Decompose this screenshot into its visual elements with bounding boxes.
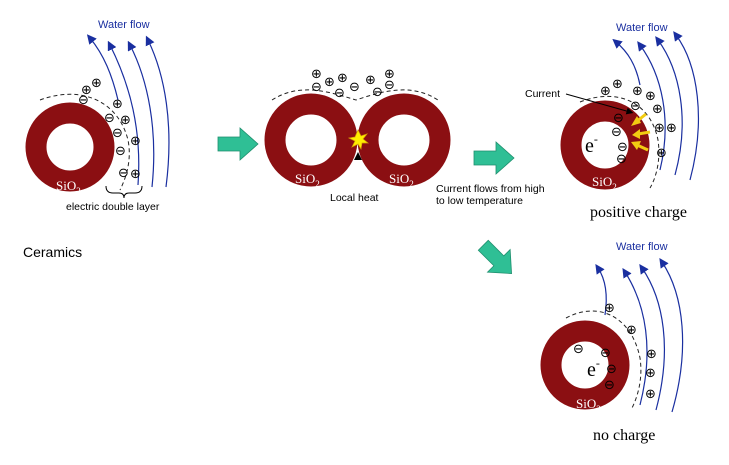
water-flow-lines — [612, 31, 699, 181]
current-flows-line2: to low temperature — [436, 195, 523, 207]
plus-icon: ⊕ — [604, 301, 615, 316]
ceramics-label: Ceramics — [23, 244, 82, 260]
electron-label: e- — [585, 132, 598, 157]
plus-icon: ⊕ — [645, 387, 656, 402]
minus-icon: ⊖ — [617, 140, 628, 155]
minus-icon: ⊖ — [115, 144, 126, 159]
minus-icon: ⊖ — [604, 378, 615, 393]
water-flow-label: Water flow — [616, 241, 668, 253]
positive-charge-caption: positive charge — [590, 204, 687, 221]
process-arrow-icon — [217, 127, 259, 161]
electron-label: e- — [587, 356, 600, 381]
minus-icon: ⊖ — [334, 86, 345, 101]
double-layer-boundary — [271, 89, 439, 101]
plus-icon: ⊕ — [612, 77, 623, 92]
heat-spark-icon — [347, 129, 369, 150]
plus-icon: ⊕ — [337, 71, 348, 86]
double-layer-brace — [105, 185, 143, 199]
charges: ⊕ ⊕ ⊕ ⊕ ⊖ ⊕ ⊖ ⊖ ⊖ ⊖ ⊕ ⊕ ⊕ — [600, 77, 677, 167]
plus-icon: ⊕ — [600, 84, 611, 99]
minus-icon: ⊖ — [630, 99, 641, 114]
minus-icon: ⊖ — [118, 166, 129, 181]
sio2-label: SiO2 — [592, 174, 617, 192]
plus-icon: ⊕ — [120, 113, 131, 128]
process-arrow-icon — [473, 141, 515, 175]
water-flow-label: Water flow — [616, 22, 668, 34]
sio2-label: SiO2 — [389, 171, 414, 189]
panel-contact: SiO2 SiO2 ⊕ ⊖ ⊕ ⊖ ⊕ ⊖ ⊕ ⊖ ⊕ ⊖ Local heat — [264, 67, 451, 204]
plus-icon: ⊕ — [645, 89, 656, 104]
plus-icon: ⊕ — [632, 84, 643, 99]
minus-icon: ⊖ — [613, 111, 624, 126]
minus-icon: ⊖ — [616, 152, 627, 167]
panel-initial: Water flow SiO2 ⊕ ⊕ ⊖ ⊕ ⊖ ⊕ ⊖ ⊕ ⊖ ⊖ ⊕ el… — [23, 19, 170, 260]
no-charge-caption: no charge — [593, 427, 655, 444]
heat-pointer-icon — [354, 152, 362, 160]
minus-icon: ⊖ — [384, 78, 395, 93]
current-label: Current — [525, 88, 560, 100]
double-layer-boundary — [579, 95, 660, 189]
charges: ⊕ ⊖ ⊕ ⊖ ⊕ ⊖ ⊕ ⊖ ⊕ ⊖ — [311, 67, 395, 101]
double-layer-boundary — [39, 93, 130, 191]
plus-icon: ⊕ — [311, 67, 322, 82]
process-arrow-icon — [477, 239, 512, 274]
sio2-label: SiO2 — [56, 178, 81, 196]
panel-no-charge: Water flow SiO2 e- ⊕ ⊕ ⊖ ⊖ ⊕ ⊖ ⊖ ⊕ ⊕ no … — [540, 241, 684, 444]
water-flow-lines — [86, 34, 170, 188]
sio2-label: SiO2 — [576, 396, 601, 414]
double-layer-boundary — [565, 310, 642, 409]
plus-icon: ⊕ — [91, 76, 102, 91]
plus-icon: ⊕ — [130, 134, 141, 149]
plus-icon: ⊕ — [652, 102, 663, 117]
minus-icon: ⊖ — [104, 111, 115, 126]
charges: ⊕ ⊕ ⊖ ⊕ ⊖ ⊕ ⊖ ⊕ ⊖ ⊖ ⊕ — [78, 76, 141, 182]
sio2-particle-right — [357, 93, 451, 187]
sio2-particle-left — [264, 93, 358, 187]
minus-icon: ⊖ — [349, 80, 360, 95]
charges: ⊕ ⊕ ⊖ ⊖ ⊕ ⊖ ⊖ ⊕ ⊕ — [573, 301, 657, 402]
sio2-label: SiO2 — [295, 171, 320, 189]
current-arrows — [631, 112, 651, 152]
water-flow-lines — [595, 258, 684, 413]
plus-icon: ⊕ — [324, 75, 335, 90]
plus-icon: ⊕ — [81, 83, 92, 98]
minus-icon: ⊖ — [606, 362, 617, 377]
electric-double-layer-label: electric double layer — [66, 201, 160, 213]
current-pointer — [565, 93, 634, 115]
minus-icon: ⊖ — [600, 346, 611, 361]
plus-icon: ⊕ — [645, 366, 656, 381]
plus-icon: ⊕ — [656, 146, 667, 161]
current-flows-line1: Current flows from high — [436, 183, 545, 195]
sio2-particle — [560, 100, 650, 190]
minus-icon: ⊖ — [573, 342, 584, 357]
plus-icon: ⊕ — [365, 73, 376, 88]
sio2-particle — [540, 320, 630, 410]
plus-icon: ⊕ — [646, 347, 657, 362]
minus-icon: ⊖ — [372, 85, 383, 100]
minus-icon: ⊖ — [611, 125, 622, 140]
panel-positive-charge: Water flow SiO2 e- ⊕ ⊕ ⊕ ⊕ ⊖ ⊕ ⊖ ⊖ ⊖ ⊖ ⊕… — [525, 22, 699, 221]
sio2-particle — [25, 102, 115, 192]
minus-icon: ⊖ — [78, 93, 89, 108]
minus-icon: ⊖ — [311, 80, 322, 95]
plus-icon: ⊕ — [666, 121, 677, 136]
plus-icon: ⊕ — [626, 323, 637, 338]
water-flow-label: Water flow — [98, 19, 150, 31]
plus-icon: ⊕ — [130, 167, 141, 182]
plus-icon: ⊕ — [112, 97, 123, 112]
plus-icon: ⊕ — [384, 67, 395, 82]
local-heat-label: Local heat — [330, 192, 379, 204]
plus-icon: ⊕ — [654, 121, 665, 136]
minus-icon: ⊖ — [112, 126, 123, 141]
